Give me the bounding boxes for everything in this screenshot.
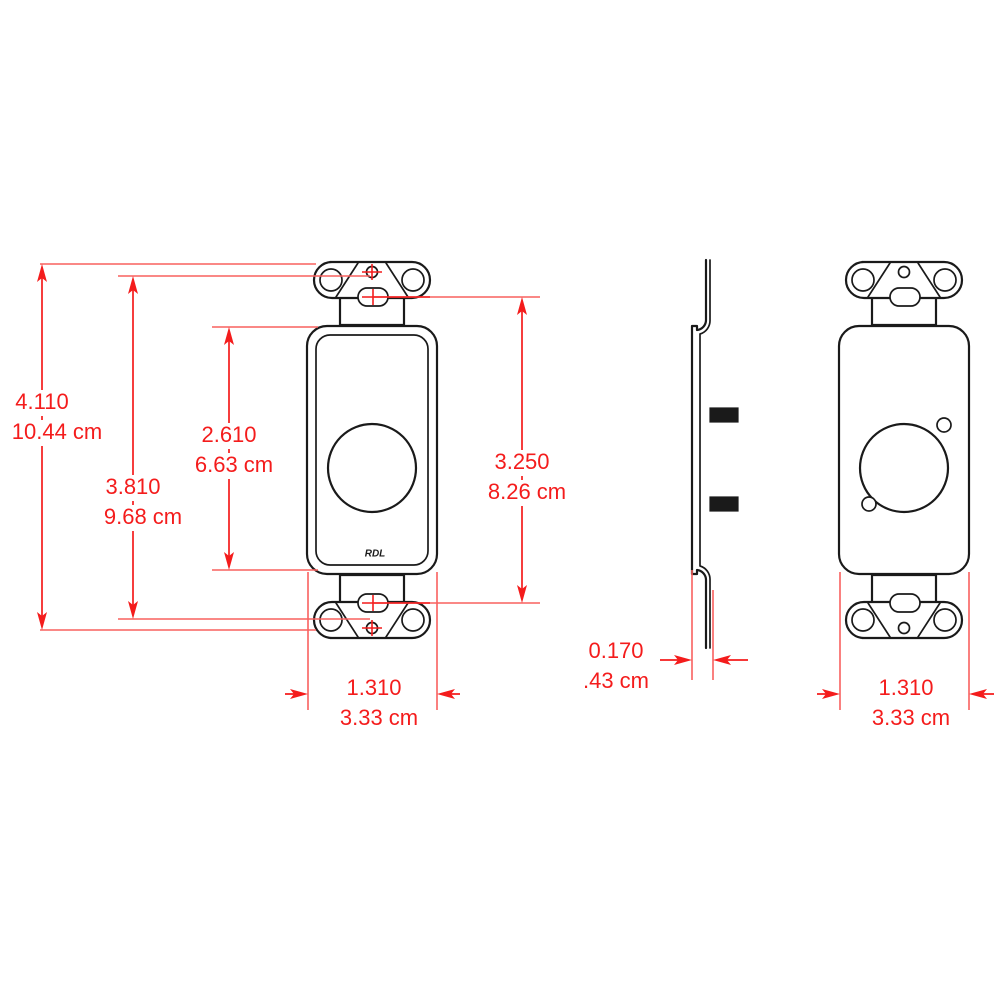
rear-screw-hole-lower	[861, 496, 877, 512]
front-view-part: RDL	[305, 260, 439, 640]
rear-view-part	[837, 260, 971, 640]
side-tab-upper	[709, 407, 739, 423]
dimension-front-width: 1.310 3.33 cm	[285, 572, 460, 730]
dimension-overall-height: 4.110 10.44 cm	[2, 263, 316, 631]
dimension-front-width-inches: 1.310	[346, 675, 401, 700]
dimension-plate-thickness: 0.170 .43 cm	[583, 570, 748, 693]
dimension-rear-width-inches: 1.310	[878, 675, 933, 700]
rear-panel-body	[837, 324, 971, 576]
dimension-mounting-hole-spacing-inches: 3.810	[105, 474, 160, 499]
dimension-overall-height-inches: 4.110	[15, 389, 68, 414]
dimension-slot-spacing-metric: 8.26 cm	[488, 479, 566, 504]
dimension-slot-spacing: 3.250 8.26 cm	[374, 296, 573, 604]
dimension-opening-height-metric: 6.63 cm	[195, 452, 273, 477]
dimension-rear-width-metric: 3.33 cm	[872, 705, 950, 730]
dimension-opening-height-inches: 2.610	[201, 422, 256, 447]
dimension-mounting-hole-spacing: 3.810 9.68 cm	[92, 275, 370, 620]
dimension-plate-thickness-inches: 0.170	[588, 638, 643, 663]
rear-bottom-bracket	[844, 573, 964, 640]
dimension-overall-height-metric: 10.44 cm	[12, 419, 103, 444]
side-tab-lower	[709, 496, 739, 512]
side-view-part	[690, 258, 739, 650]
brand-label: RDL	[365, 549, 386, 560]
dimension-front-width-metric: 3.33 cm	[340, 705, 418, 730]
rear-screw-hole-upper	[936, 417, 952, 433]
dimension-slot-spacing-inches: 3.250	[494, 449, 549, 474]
dimension-rear-width: 1.310 3.33 cm	[817, 572, 994, 730]
dimension-mounting-hole-spacing-metric: 9.68 cm	[104, 504, 182, 529]
front-panel-body: RDL	[305, 324, 439, 576]
dimension-opening-height: 2.610 6.63 cm	[188, 326, 318, 571]
dimension-plate-thickness-metric: .43 cm	[583, 668, 649, 693]
rear-top-bracket	[844, 260, 964, 327]
center-marks	[362, 264, 430, 636]
